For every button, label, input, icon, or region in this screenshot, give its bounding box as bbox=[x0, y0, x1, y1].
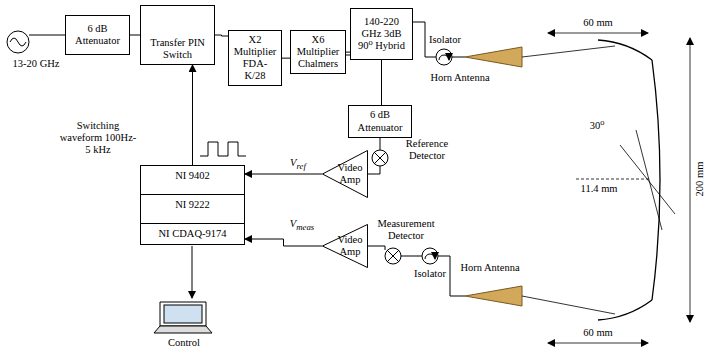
isolator-symbol bbox=[422, 248, 438, 264]
horn-antenna bbox=[465, 286, 522, 306]
connector bbox=[192, 65, 193, 165]
connector bbox=[245, 239, 322, 246]
detector-symbol bbox=[372, 150, 388, 166]
axis-line bbox=[576, 179, 650, 180]
horn-antenna bbox=[465, 47, 522, 67]
isolator-symbol bbox=[436, 49, 452, 65]
dimension-arrow bbox=[548, 343, 648, 344]
part-label: Measurement Detector bbox=[366, 218, 446, 242]
dimension-label: 60 mm bbox=[570, 327, 626, 339]
detector-cross bbox=[387, 250, 399, 262]
wire bbox=[452, 57, 465, 58]
wire bbox=[368, 166, 380, 174]
part-label: Horn Antenna bbox=[430, 72, 490, 84]
video-amp: Video Amp bbox=[322, 224, 368, 268]
sample-plane bbox=[636, 130, 662, 230]
node-text: X2 Multiplier FDA-K/28 bbox=[233, 34, 277, 82]
normal-line bbox=[620, 145, 675, 214]
signal-name: Vmeas bbox=[284, 218, 320, 232]
arrow bbox=[192, 246, 193, 298]
mirror bbox=[598, 300, 652, 320]
wire bbox=[401, 256, 422, 257]
node-text: NI 9402 bbox=[141, 166, 244, 186]
detector-cross bbox=[374, 152, 386, 164]
frequency-label: 13-20 GHz bbox=[6, 58, 66, 70]
switch-box: Transfer PIN Switch bbox=[140, 5, 215, 65]
connector bbox=[130, 35, 140, 36]
hybrid-box: 140-220 GHz 3dB 90⁰ Hybrid bbox=[350, 8, 413, 60]
node-text: 140-220 GHz 3dB 90⁰ Hybrid bbox=[355, 16, 408, 52]
multiplier-box: X2 Multiplier FDA-K/28 bbox=[228, 30, 282, 86]
source-symbol bbox=[7, 31, 29, 53]
node-text: NI CDAQ-9174 bbox=[141, 223, 244, 244]
part-label: Isolator bbox=[405, 268, 455, 280]
ray bbox=[522, 46, 615, 57]
multiplier-box: X6 Multiplier Chalmers bbox=[290, 30, 346, 74]
daq-box: NI 9402 NI 9222 NI CDAQ-9174 bbox=[140, 165, 245, 245]
connector bbox=[282, 58, 290, 59]
node-text: X6 Multiplier Chalmers bbox=[295, 34, 341, 70]
dimension-label: 200 mm bbox=[694, 149, 706, 209]
wire bbox=[29, 35, 65, 36]
node-text: Transfer PIN Switch bbox=[145, 37, 210, 61]
laptop-icon bbox=[154, 302, 212, 333]
square-wave bbox=[200, 142, 246, 156]
node-text: 6 dB Attenuator bbox=[353, 109, 407, 133]
isolator-arrow bbox=[439, 55, 449, 60]
node-text: NI 9222 bbox=[141, 194, 244, 215]
wire bbox=[368, 246, 385, 250]
connector bbox=[381, 60, 382, 105]
part-label: Reference Detector bbox=[392, 138, 462, 162]
angle-label: 30⁰ bbox=[582, 120, 612, 132]
attenuator-box: 6 dB Attenuator bbox=[65, 15, 130, 55]
dimension-label: 11.4 mm bbox=[574, 183, 624, 195]
detector-cross bbox=[387, 250, 399, 262]
dimension-label: 60 mm bbox=[570, 17, 626, 29]
signal-name: Vref bbox=[280, 157, 316, 171]
caption-label: Control bbox=[156, 337, 212, 349]
dimension-arrow bbox=[548, 33, 648, 34]
dimension-arrow bbox=[690, 38, 691, 322]
video-amp: Video Amp bbox=[322, 150, 368, 198]
wire bbox=[380, 138, 381, 150]
attenuator-box: 6 dB Attenuator bbox=[348, 105, 412, 138]
node-text: 6 dB Attenuator bbox=[70, 23, 125, 47]
connector bbox=[215, 35, 228, 36]
connector bbox=[245, 174, 322, 175]
part-label: Isolator bbox=[420, 34, 470, 46]
isolator-arrow bbox=[425, 254, 435, 259]
part-label: Horn Antenna bbox=[460, 262, 520, 274]
detector-symbol bbox=[385, 248, 401, 264]
mirror bbox=[652, 60, 660, 300]
sine-symbol bbox=[10, 38, 26, 46]
node-text: Video Amp bbox=[336, 234, 364, 258]
signal-label: Switching waveform 100Hz-5 kHz bbox=[58, 120, 138, 156]
ray bbox=[522, 296, 615, 314]
detector-cross bbox=[374, 152, 386, 164]
node-text: Video Amp bbox=[336, 162, 364, 186]
mirror bbox=[598, 40, 652, 60]
